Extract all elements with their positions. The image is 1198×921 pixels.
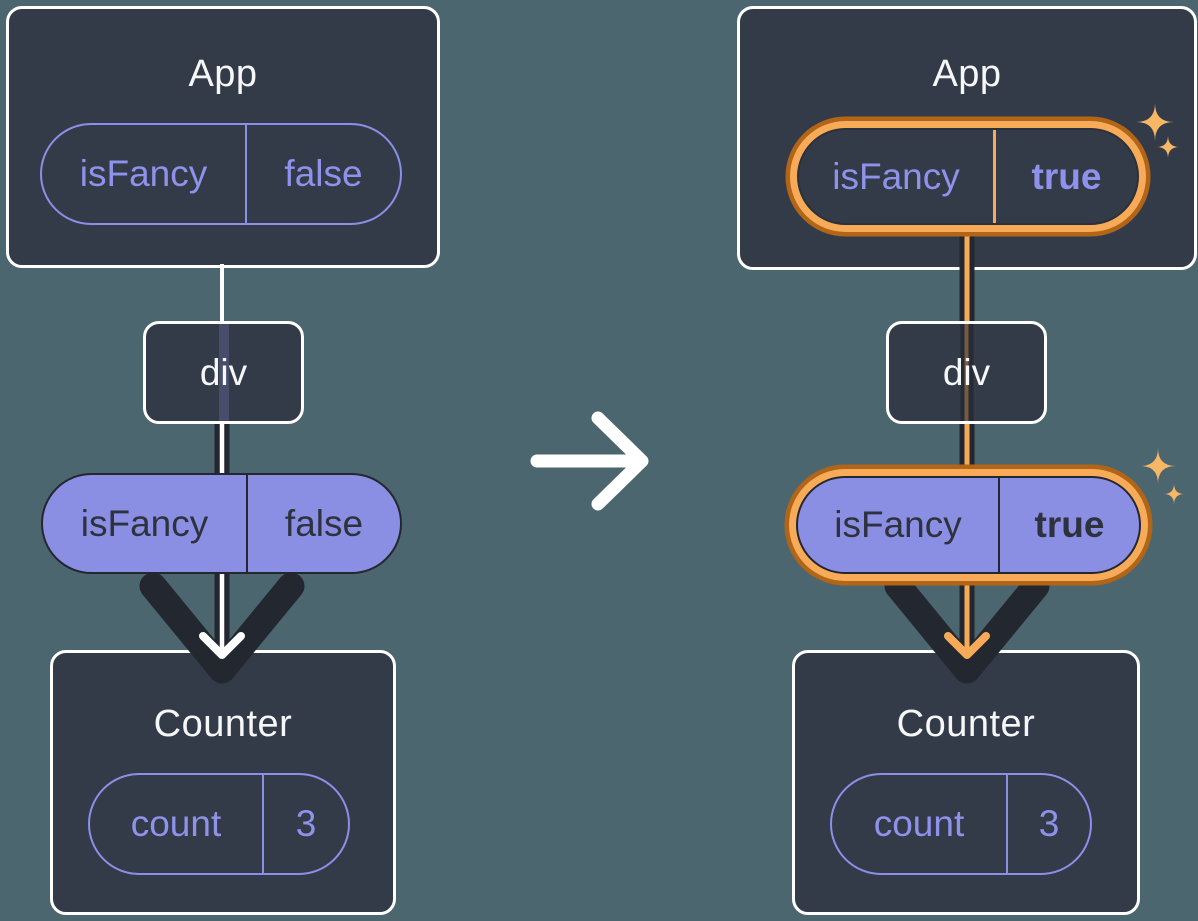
div-node-left: div: [143, 321, 304, 424]
counter-card-right: Counter: [792, 650, 1140, 915]
prop-name: isFancy: [79, 153, 208, 194]
prop-name-cell: isFancy: [799, 130, 996, 223]
prop-value-cell: false: [247, 125, 400, 223]
app-card-title: App: [932, 53, 1002, 95]
prop-value-cell: true: [996, 130, 1137, 223]
state-name-cell: count: [90, 775, 264, 873]
state-value: 3: [1038, 803, 1060, 844]
state-name: count: [130, 803, 222, 844]
prop-name: isFancy: [832, 155, 960, 197]
sparkle-icon: [1156, 135, 1180, 159]
div-node-right: div: [886, 321, 1047, 424]
counter-card-title: Counter: [896, 703, 1036, 745]
prop-name: isFancy: [80, 502, 209, 544]
div-node-label: div: [199, 351, 248, 393]
prop-name: isFancy: [834, 504, 962, 545]
prop-value: true: [1034, 504, 1105, 545]
sparkle-icon: [1140, 448, 1176, 484]
prop-flow-arrow-right: [884, 222, 1050, 684]
state-name-cell: count: [832, 775, 1008, 873]
pass-through-line: [218, 324, 229, 421]
state-value-cell: 3: [264, 775, 348, 873]
state-value: 3: [295, 803, 317, 844]
prop-value-cell: true: [1000, 478, 1139, 572]
prop-pill-app-right: isFancy true: [797, 128, 1139, 225]
state-pill-counter-left: count 3: [88, 773, 350, 875]
transition-arrow-icon: [530, 411, 649, 511]
passed-prop-pill-right: isFancy true: [796, 476, 1141, 574]
prop-pill-app-left: isFancy false: [40, 123, 402, 225]
prop-value: true: [1031, 155, 1102, 197]
prop-value: false: [284, 153, 363, 194]
state-name: count: [873, 803, 965, 844]
prop-value: false: [284, 502, 364, 544]
passed-prop-pill-left: isFancy false: [41, 473, 402, 574]
prop-name-cell: isFancy: [43, 475, 248, 572]
prop-name-cell: isFancy: [42, 125, 247, 223]
pass-through-line: [960, 324, 973, 421]
prop-value-cell: false: [248, 475, 400, 572]
state-value-cell: 3: [1008, 775, 1090, 873]
div-node-label: div: [942, 351, 991, 393]
sparkle-icon: [1163, 483, 1185, 505]
counter-card-title: Counter: [153, 703, 293, 745]
app-card-title: App: [188, 53, 258, 95]
prop-name-cell: isFancy: [798, 478, 1000, 572]
sparkle-icon: [1136, 103, 1174, 141]
state-pill-counter-right: count 3: [830, 773, 1092, 875]
